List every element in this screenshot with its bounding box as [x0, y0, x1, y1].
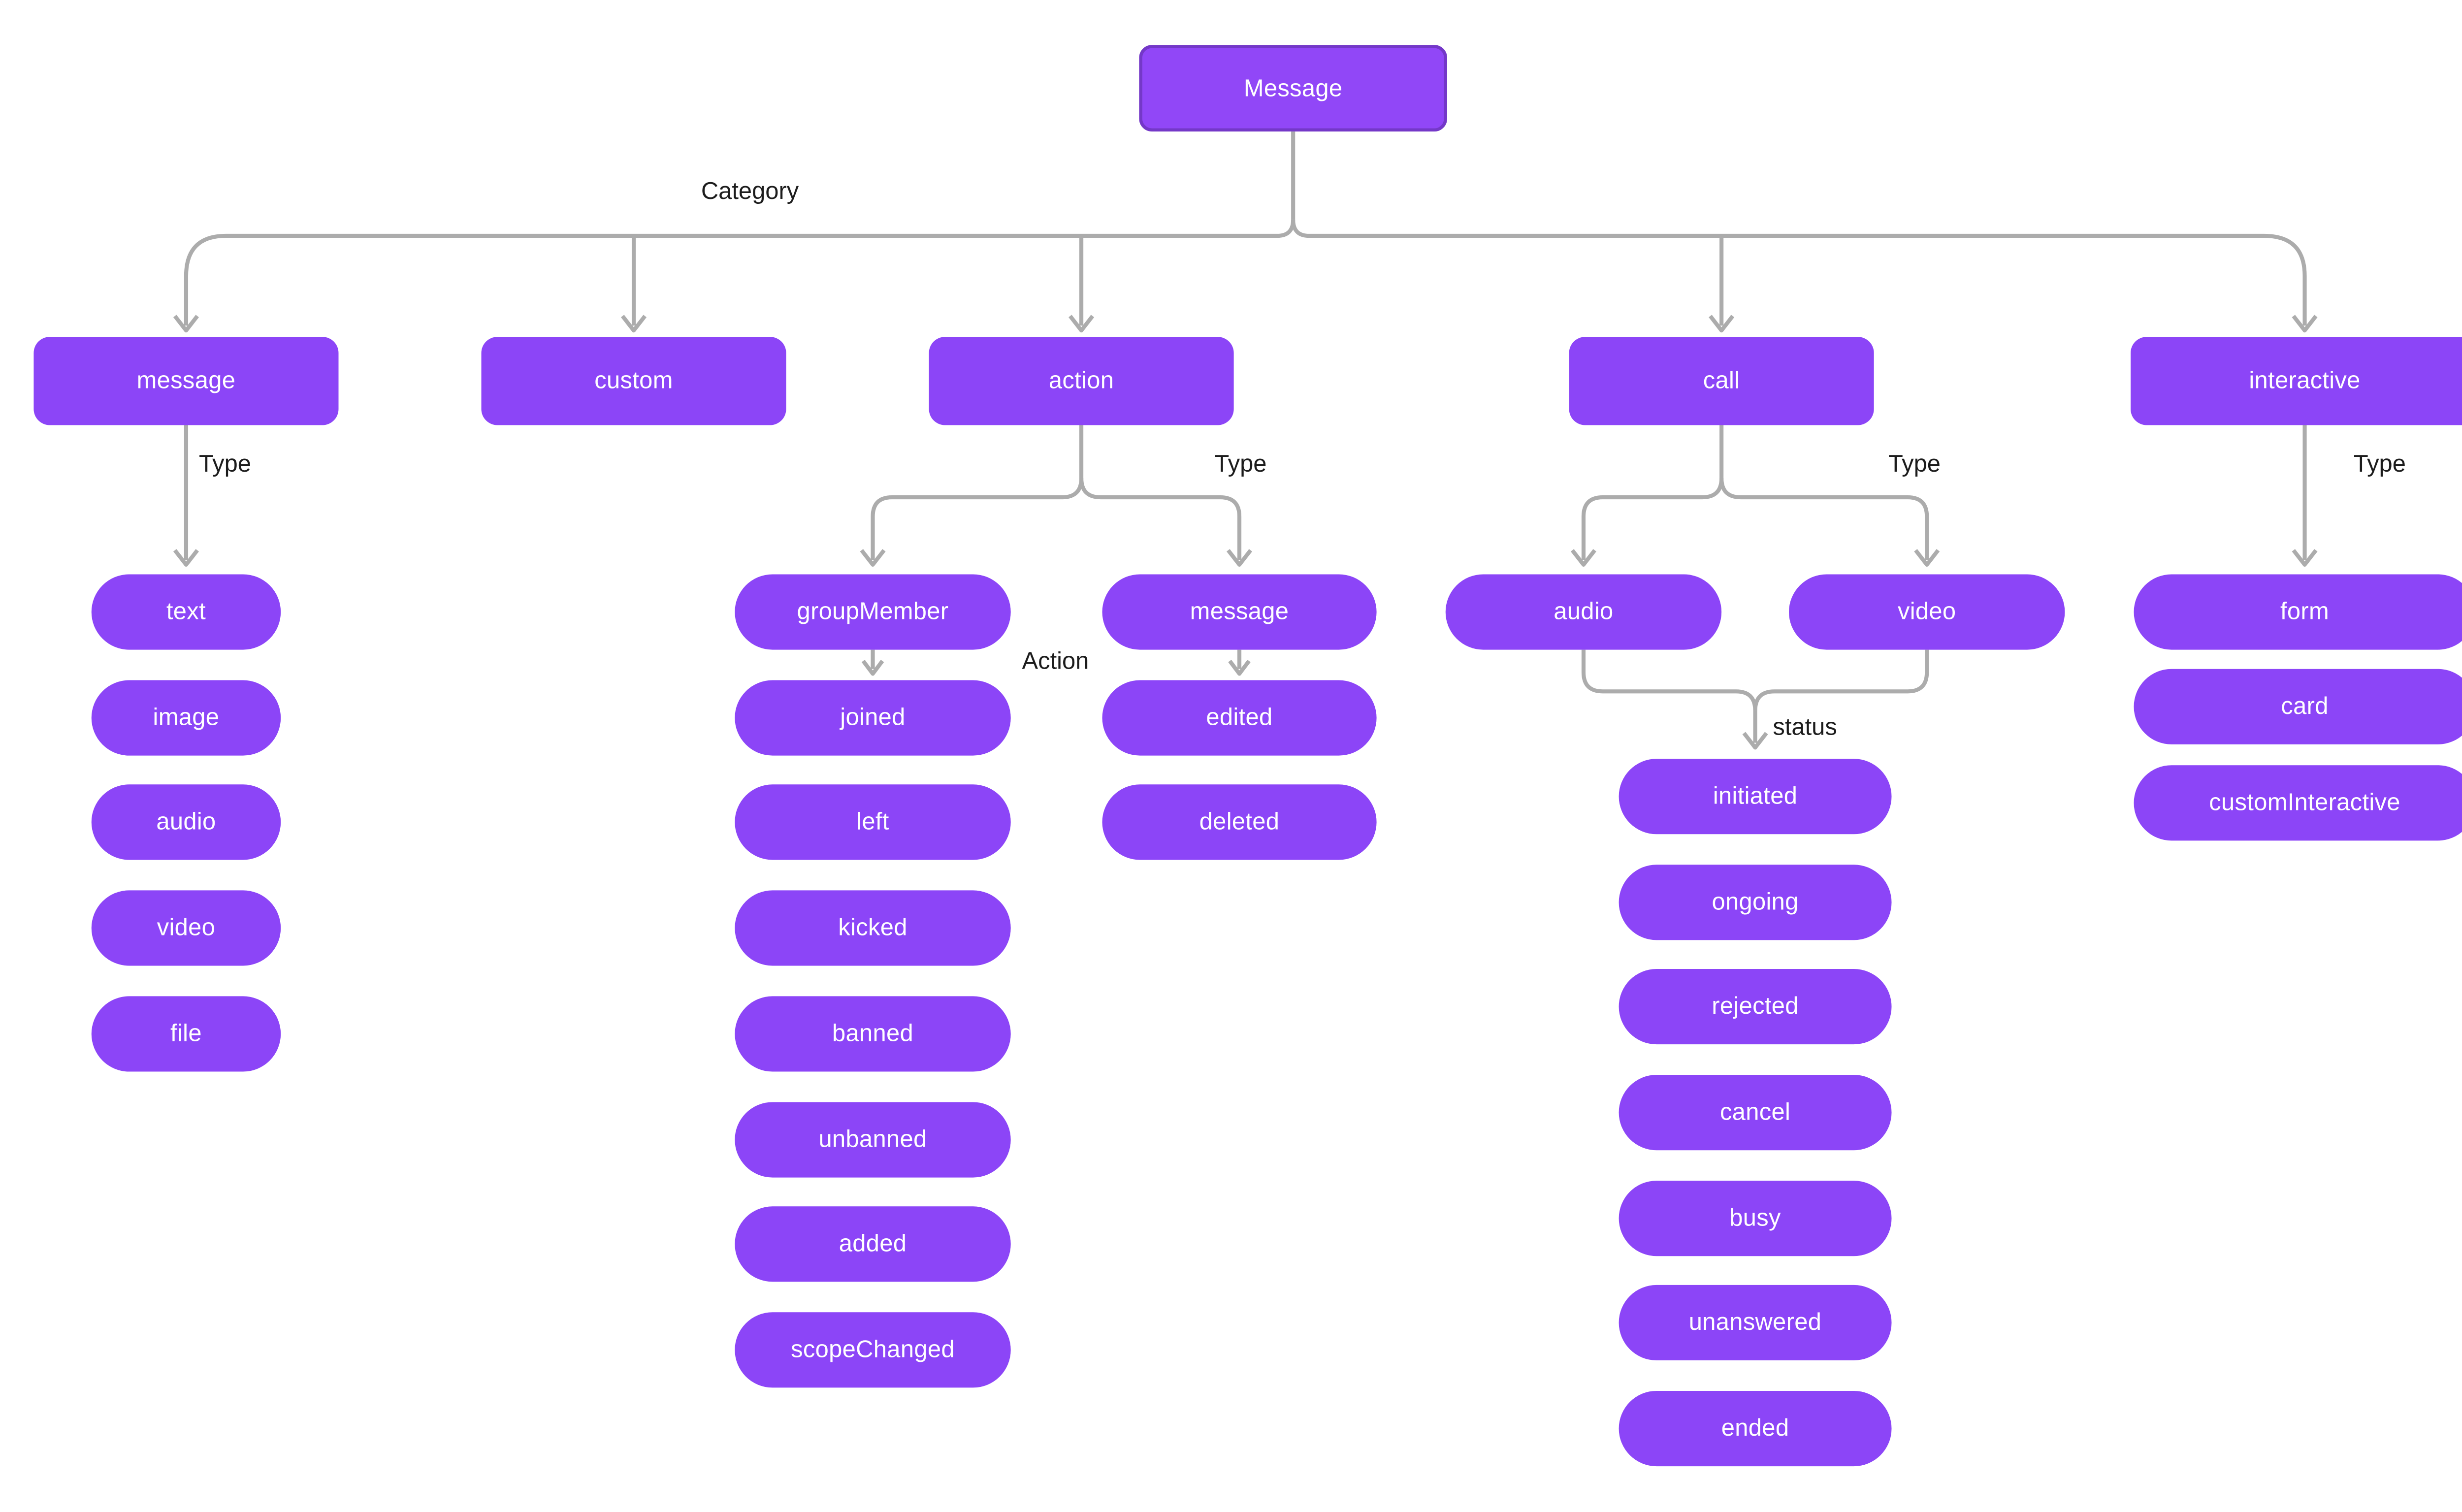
action-split-connector [860, 425, 1253, 567]
edge-label-status: status [1773, 713, 1837, 741]
node-message-type-video: video [91, 890, 281, 966]
node-status-initiated: initiated [1619, 759, 1892, 835]
node-category-call: call [1569, 337, 1874, 425]
node-message-type-file: file [91, 996, 281, 1072]
interactive-type-connector [2292, 425, 2318, 567]
node-action-deleted: deleted [1102, 784, 1377, 860]
node-status-ongoing: ongoing [1619, 865, 1892, 940]
call-split-connector [1570, 425, 1940, 567]
edge-label-type-interactive: Type [2353, 450, 2406, 478]
node-action-scope-changed: scopeChanged [735, 1312, 1011, 1388]
node-action-type-message: message [1102, 574, 1377, 650]
edge-label-type-action: Type [1214, 450, 1267, 478]
node-call-type-video: video [1788, 574, 2065, 650]
node-action-kicked: kicked [735, 890, 1011, 966]
node-action-left: left [735, 784, 1011, 860]
node-status-unanswered: unanswered [1619, 1285, 1892, 1361]
node-message-type-audio: audio [91, 784, 281, 860]
node-status-cancel: cancel [1619, 1075, 1892, 1151]
node-category-action: action [929, 337, 1234, 425]
edge-label-category: Category [701, 178, 799, 206]
node-action-added: added [735, 1206, 1011, 1282]
node-category-interactive: interactive [2131, 337, 2462, 425]
node-action-joined: joined [735, 680, 1011, 756]
node-action-banned: banned [735, 996, 1011, 1072]
node-status-rejected: rejected [1619, 969, 1892, 1045]
node-action-edited: edited [1102, 680, 1377, 756]
edge-label-type-message: Type [199, 450, 252, 478]
call-status-merge-connector [1581, 649, 1929, 750]
node-call-type-audio: audio [1445, 574, 1722, 650]
node-status-busy: busy [1619, 1181, 1892, 1256]
message-type-connector [173, 425, 199, 567]
node-action-type-group-member: groupMember [735, 574, 1011, 650]
node-category-message: message [33, 337, 339, 425]
edge-label-action: Action [1022, 648, 1089, 676]
node-action-unbanned: unbanned [735, 1102, 1011, 1178]
node-category-custom: custom [481, 337, 786, 425]
node-message-type-image: image [91, 680, 281, 756]
node-interactive-type-form: form [2134, 574, 2462, 650]
root-fanout-connector [173, 131, 2318, 333]
group-member-action-connector [861, 649, 1251, 676]
node-status-ended: ended [1619, 1390, 1892, 1467]
edge-label-type-call: Type [1888, 450, 1941, 478]
node-root-message: Message [1139, 45, 1447, 132]
node-interactive-type-custom-interactive: customInteractive [2134, 765, 2462, 841]
node-message-type-text: text [91, 574, 281, 650]
node-interactive-type-card: card [2134, 669, 2462, 744]
